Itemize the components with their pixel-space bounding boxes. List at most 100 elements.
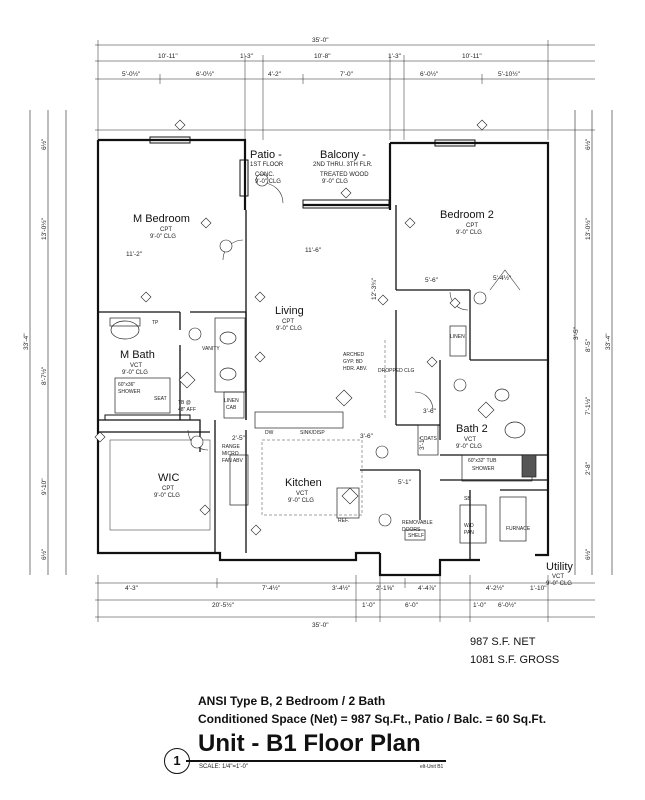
dim-top2-1: 5'-0½" — [122, 70, 141, 78]
exterior-wall — [96, 138, 550, 562]
conditioned-space-description: Conditioned Space (Net) = 987 Sq.Ft., Pa… — [198, 712, 547, 726]
dim-bottom1-7: 1'-10" — [530, 585, 547, 592]
note-fan: FAN ABV — [222, 458, 244, 464]
tag-circle-3 — [190, 435, 204, 449]
label-m-bedroom: M Bedroom — [133, 213, 190, 225]
shower-mbath — [114, 377, 171, 414]
sink-bath2 — [494, 388, 510, 402]
dim-top1-1: 10'-11" — [158, 53, 178, 60]
door-swing-patio — [262, 182, 284, 204]
note-arched: ARCHED — [343, 352, 365, 358]
range — [229, 454, 249, 506]
coats-closet — [417, 424, 439, 456]
toilet-tank-mbath — [109, 317, 141, 327]
label-patio-clg: 9'-0" CLG — [255, 179, 281, 185]
note-tb: TB @ — [178, 400, 191, 406]
label-balcony-sub3: 9'-0" CLG — [322, 179, 348, 185]
label-kitchen-sub: VCT — [296, 491, 308, 497]
dropped-ceiling — [261, 439, 363, 516]
dim-top2-4: 7'-0" — [340, 71, 354, 78]
dim-right-7: 6½" — [584, 548, 592, 560]
label-kitchen: Kitchen — [285, 477, 322, 489]
sheet-reference: elt-Unit B1 — [420, 764, 444, 770]
tag-a-2 — [140, 291, 152, 303]
dim-left-1: 33'-4" — [23, 333, 30, 350]
dim-int-7: 3'-6" — [423, 408, 437, 415]
note-seat: SEAT — [154, 396, 167, 402]
tag-circle-7 — [473, 291, 487, 305]
label-utility-sub: VCT — [552, 574, 564, 580]
dim-top1-2: 1'-3" — [240, 53, 254, 60]
dim-right-2: 6½" — [584, 138, 592, 150]
tag-a-6 — [449, 297, 461, 309]
dim-int-11: 2'-5" — [232, 435, 246, 442]
vanity-mbath — [214, 317, 246, 393]
tag-a-5 — [404, 217, 416, 229]
note-shower-label: SHOWER — [118, 389, 141, 395]
dim-int-8: 5'-1" — [398, 479, 412, 486]
note-doors: DOORS — [402, 527, 421, 533]
label-bath2-sub: VCT — [464, 437, 476, 443]
scale-note: SCALE: 1/4"=1'-0" — [199, 764, 248, 770]
label-patio: Patio - — [250, 149, 282, 161]
patio-door — [239, 159, 249, 197]
note-tub-shower: SHOWER — [472, 466, 495, 472]
tag-circle-1 — [219, 239, 233, 253]
note-dw: DW — [265, 430, 274, 436]
note-pan: PAN — [464, 530, 474, 536]
dim-bottom1-1: 4'-3" — [125, 585, 139, 592]
tag-circle-5 — [378, 513, 392, 527]
tag-circle-4 — [255, 173, 269, 187]
mbath-wall — [98, 311, 247, 452]
closet-wall — [396, 289, 548, 361]
window-m-bedroom — [149, 136, 191, 144]
tag-a-4 — [254, 351, 266, 363]
tag-a-7 — [377, 294, 389, 306]
dim-top2-2: 6'-0½" — [196, 70, 215, 78]
refrigerator — [336, 487, 360, 519]
label-patio-conc: CONC. — [255, 172, 275, 178]
dim-overall-top: 35'-0" — [312, 37, 329, 44]
tag-a-3 — [254, 291, 266, 303]
tag-f-2 — [476, 119, 488, 131]
dim-int-4: 5'-6" — [425, 277, 439, 284]
shelf — [404, 529, 426, 541]
toilet-mbath — [110, 320, 140, 340]
label-utility-clg: 9'-0" CLG — [546, 581, 572, 587]
dim-right-4: 8'-5" — [585, 338, 592, 352]
label-wic-sub: CPT — [162, 486, 174, 492]
washer-dryer — [459, 504, 487, 544]
note-tb-aff: 48" AFF — [178, 407, 196, 413]
window-bedroom2 — [434, 139, 476, 147]
dim-right-6: 2'-8" — [585, 461, 592, 475]
tag-circle-8 — [375, 445, 389, 459]
label-bath2: Bath 2 — [456, 423, 488, 435]
note-linen2: LINEN — [450, 334, 465, 340]
note-sink: SINK/DISP — [300, 430, 325, 436]
note-cab: CAB — [226, 405, 237, 411]
label-m-bedroom-sub: CPT — [160, 227, 172, 233]
label-balcony-sub: 2ND THRU. 3TH FLR. — [313, 162, 373, 168]
note-dropped: DROPPED CLG — [378, 368, 415, 374]
note-sb: SB — [464, 496, 471, 502]
dim-bottom2-5: 6'-0½" — [498, 601, 517, 609]
dim-bottom1-5: 4'-4⅞" — [418, 585, 437, 592]
linen-cab — [223, 391, 245, 419]
dim-int-3: 12'-3¾" — [371, 277, 378, 300]
dim-left-6: 6½" — [40, 548, 48, 560]
sink-mbath-2 — [219, 367, 237, 381]
note-shower: 60"x36" — [118, 382, 135, 388]
dim-int-2: 11'-6" — [305, 247, 322, 254]
label-bedroom2: Bedroom 2 — [440, 209, 494, 221]
label-bedroom2-clg: 9'-0" CLG — [456, 230, 482, 236]
note-furnace: FURNACE — [506, 526, 531, 532]
dim-left-4: 8'-7½" — [40, 366, 48, 385]
dim-bottom1-4: 2'-1⅝" — [376, 585, 395, 592]
dim-bottom2-4: 1'-0" — [473, 602, 487, 609]
dim-overall-bottom: 35'-0" — [312, 622, 329, 629]
dim-top1-3: 10'-8" — [314, 53, 331, 60]
dim-top1-4: 1'-3" — [388, 53, 402, 60]
patio-wall — [243, 143, 392, 210]
dim-left-2: 6½" — [40, 138, 48, 150]
